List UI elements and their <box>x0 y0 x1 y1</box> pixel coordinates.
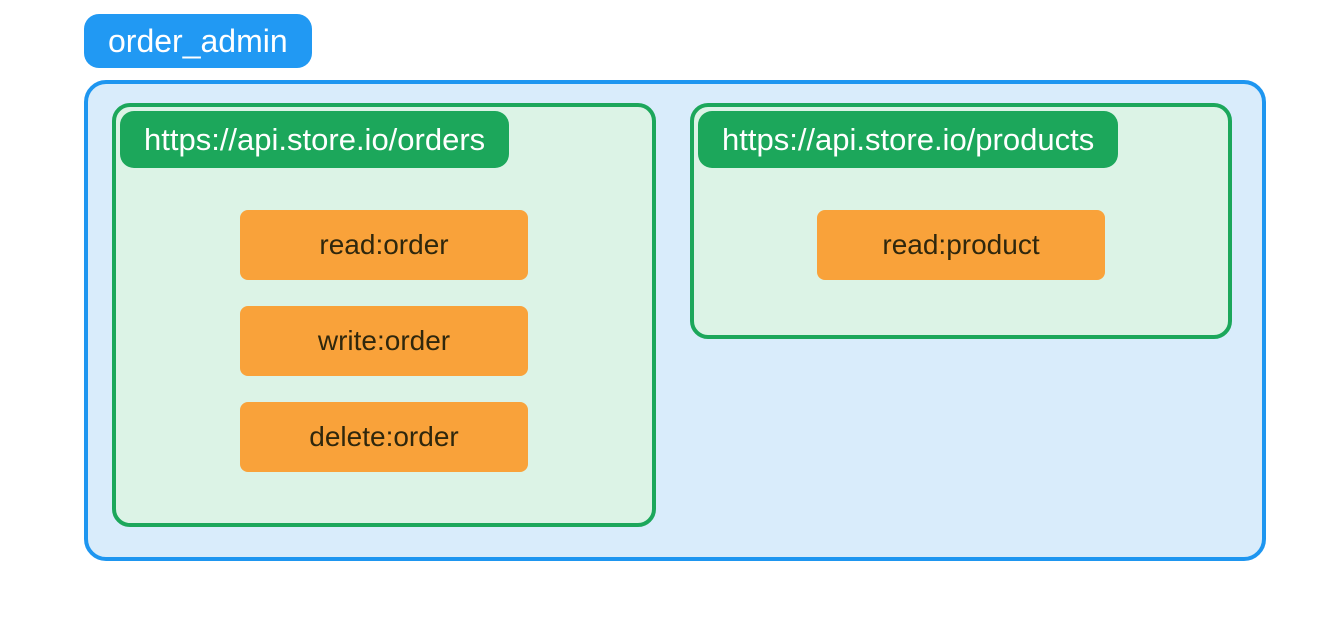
resource-card-orders: https://api.store.io/orders read:order w… <box>112 103 656 527</box>
role-container: https://api.store.io/orders read:order w… <box>84 80 1266 561</box>
scope-chip-read-order: read:order <box>240 210 528 280</box>
resource-card-products: https://api.store.io/products read:produ… <box>690 103 1232 339</box>
resource-url-badge-orders: https://api.store.io/orders <box>120 111 510 168</box>
scope-chip-write-order: write:order <box>240 306 528 376</box>
scope-list-orders: read:order write:order delete:order <box>240 210 528 472</box>
scope-chip-delete-order: delete:order <box>240 402 528 472</box>
scope-list-products: read:product <box>817 210 1105 280</box>
resource-url-badge-products: https://api.store.io/products <box>698 111 1119 168</box>
role-badge: order_admin <box>84 14 312 68</box>
scope-chip-read-product: read:product <box>817 210 1105 280</box>
